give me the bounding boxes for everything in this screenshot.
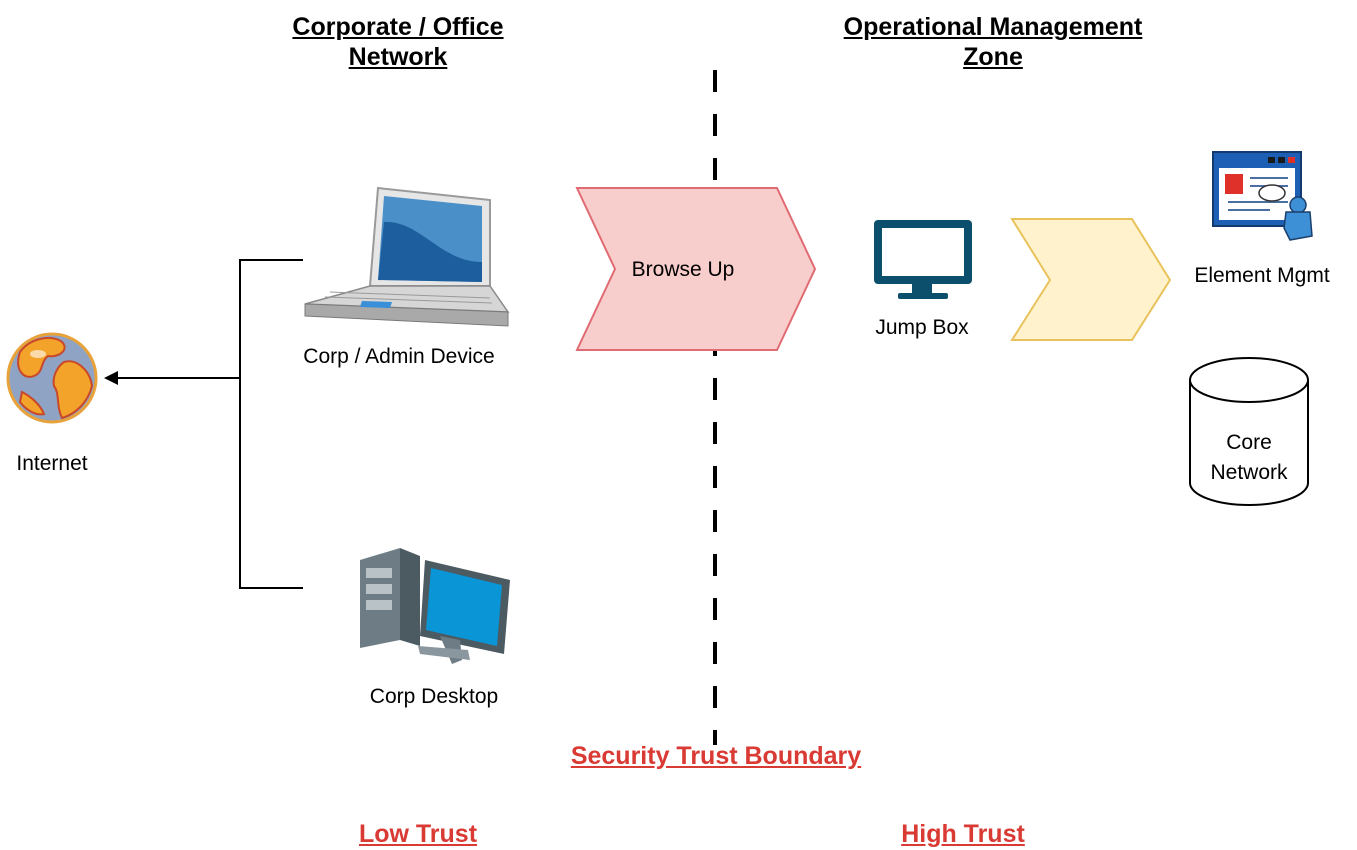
core-network-label-line1: Core: [1226, 431, 1272, 454]
desktop-icon: [360, 548, 510, 664]
application-icon: [1212, 151, 1313, 241]
core-network-label-line2: Network: [1210, 461, 1288, 484]
flow-chevron: [1010, 218, 1172, 341]
element-mgmt-label: Element Mgmt: [1194, 264, 1330, 287]
corporate-heading-line2: Network: [348, 43, 448, 71]
low-trust-label: Low Trust: [358, 820, 478, 848]
browse-up-chevron: [575, 187, 817, 351]
browse-up-label: Browse Up: [631, 258, 735, 281]
operational-heading-line1: Operational Management: [843, 13, 1143, 41]
monitor-icon: [874, 220, 972, 299]
operational-zone-heading: Operational Management Zone: [844, 12, 1143, 72]
corporate-heading-line1: Corporate / Office: [292, 13, 504, 41]
laptop-icon: [304, 186, 510, 327]
operational-heading-line2: Zone: [963, 43, 1023, 71]
internet-label: Internet: [16, 452, 88, 475]
connector-lines: [104, 259, 303, 589]
corporate-network-heading: Corporate / Office Network: [292, 12, 503, 72]
globe-icon: [6, 332, 98, 424]
corp-admin-device-label: Corp / Admin Device: [303, 345, 495, 368]
database-cylinder: [1189, 357, 1309, 506]
security-trust-boundary-label: Security Trust Boundary: [570, 742, 862, 770]
corp-desktop-label: Corp Desktop: [369, 685, 499, 708]
jump-box-label: Jump Box: [875, 316, 969, 339]
high-trust-label: High Trust: [901, 820, 1025, 848]
core-network-label: Core Network: [1210, 428, 1287, 488]
